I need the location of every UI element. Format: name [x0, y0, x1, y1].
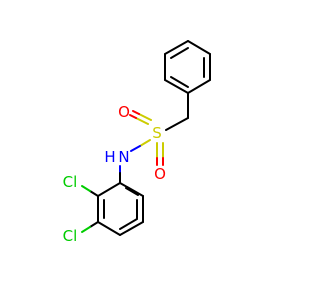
- bond-s-n: [139, 139, 151, 147]
- bond-s-o: [132, 110, 140, 115]
- bond-c-cl: [81, 226, 91, 233]
- bond-c-cl: [89, 221, 99, 228]
- bond-s-o: [138, 113, 152, 121]
- chlorine-label-upper: Cl: [63, 173, 78, 191]
- bond: [97, 182, 121, 197]
- bond: [119, 182, 144, 197]
- bond-inner: [170, 76, 189, 88]
- bond-inner: [170, 47, 189, 59]
- molecule-structure: O S O H N Cl Cl: [63, 40, 211, 245]
- bond-c-cl: [81, 185, 91, 192]
- bond-s-o: [135, 117, 149, 125]
- bond: [164, 40, 189, 55]
- bond: [119, 221, 144, 236]
- nh-hydrogen-label: H: [104, 148, 115, 166]
- chlorine-label-lower: Cl: [63, 227, 78, 245]
- bond-c-cl: [89, 190, 99, 197]
- nitrogen-label: N: [118, 148, 129, 166]
- bond: [187, 79, 211, 94]
- bond: [187, 40, 211, 55]
- sulfur-label: S: [152, 124, 162, 142]
- bond-inner: [119, 218, 138, 230]
- oxygen-label-upper: O: [118, 103, 130, 121]
- bond: [164, 79, 189, 94]
- atom-layer: O S O H N Cl Cl: [63, 103, 166, 245]
- oxygen-label-lower: O: [154, 165, 166, 183]
- bond: [97, 221, 121, 236]
- structure-canvas: O S O H N Cl Cl: [63, 40, 211, 245]
- bond: [165, 117, 189, 131]
- bond-layer: [81, 40, 211, 236]
- bond-s-o: [129, 114, 137, 119]
- bond-inner: [125, 187, 139, 196]
- bond-s-n: [130, 145, 141, 152]
